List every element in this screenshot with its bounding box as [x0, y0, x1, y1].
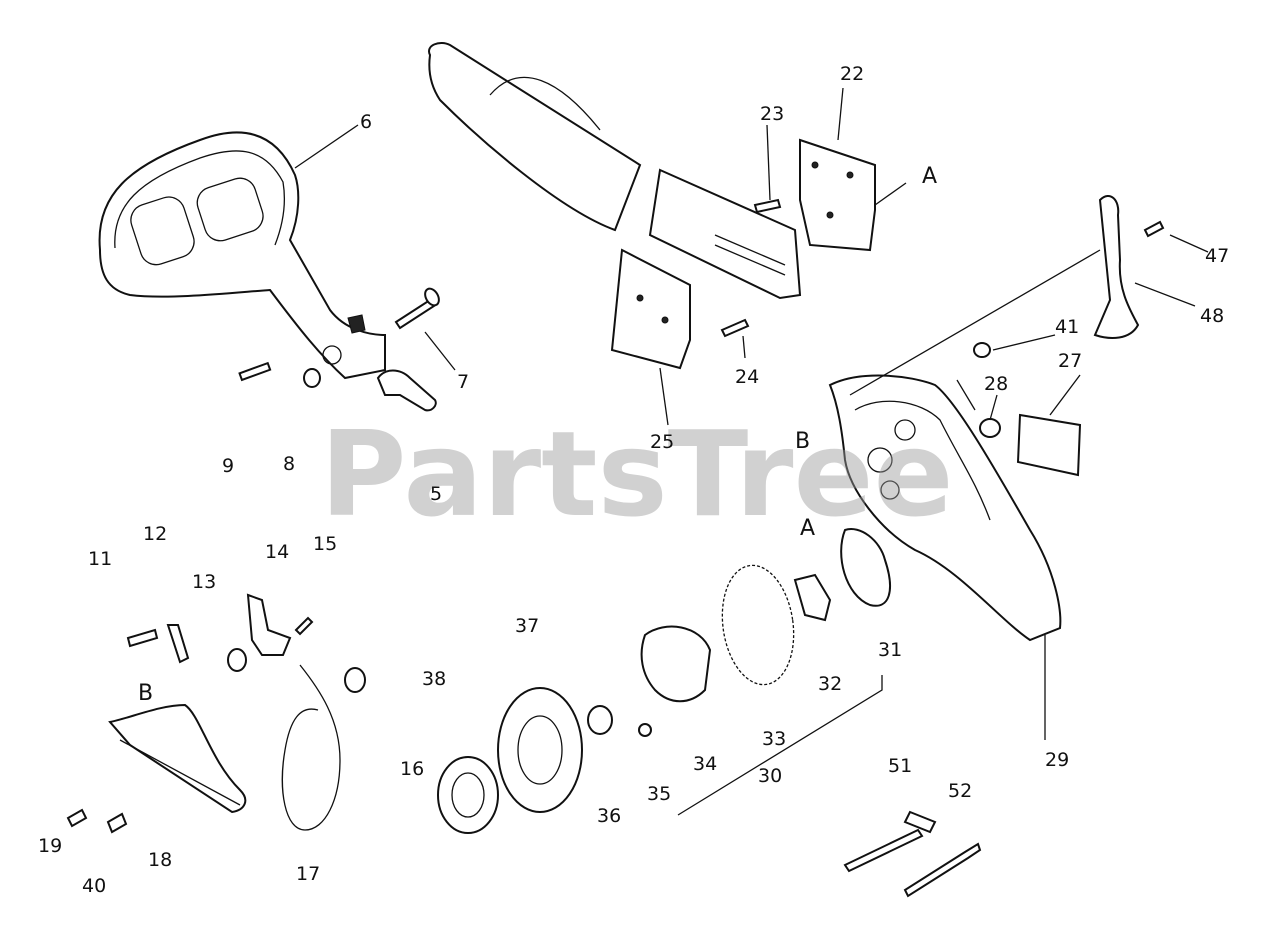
part-32-block	[793, 573, 832, 622]
callout-17: 17	[296, 863, 320, 885]
part-48-bracket	[1093, 195, 1140, 339]
callout-27: 27	[1058, 350, 1082, 372]
callout-48: 48	[1200, 305, 1224, 327]
callout-13: 13	[192, 571, 216, 593]
callout-36: 36	[597, 805, 621, 827]
callout-37: 37	[515, 615, 539, 637]
callout-12: 12	[143, 523, 167, 545]
part-15-spring	[294, 616, 314, 636]
part-23-screw	[753, 198, 782, 214]
part-41-nut	[973, 342, 991, 358]
bar-plate	[648, 168, 802, 300]
callout-40: 40	[82, 875, 106, 897]
part-13	[227, 648, 247, 672]
part-27-label	[1016, 413, 1082, 477]
callout-a: A	[800, 516, 815, 541]
guide-bar	[428, 42, 642, 232]
callout-33: 33	[762, 728, 786, 750]
part-11	[126, 628, 159, 648]
callout-a: A	[922, 164, 937, 189]
callout-16: 16	[400, 758, 424, 780]
leader-lines	[294, 87, 1209, 816]
callout-47: 47	[1205, 245, 1229, 267]
callout-labels: 6 7 9 8 5 22 23A 24 25 47 48 41 28 27B A 11 12 13 14 15 37 38…	[38, 63, 1229, 897]
part-16-bushing	[344, 667, 366, 693]
callout-41: 41	[1055, 316, 1079, 338]
callout-b: B	[138, 681, 153, 706]
callout-32: 32	[818, 673, 842, 695]
callout-52: 52	[948, 780, 972, 802]
part-22-plate	[799, 138, 876, 252]
callout-25: 25	[650, 431, 674, 453]
callout-9: 9	[222, 455, 234, 477]
part-9-pin	[238, 361, 272, 382]
part-28-nut	[979, 418, 1001, 438]
part-18-cover	[108, 703, 247, 814]
part-51-wrench	[843, 828, 924, 873]
part-19-screw	[66, 808, 88, 828]
part-14-lever	[246, 593, 292, 656]
part-38-sprocket	[437, 756, 499, 834]
part-31-plate	[840, 528, 891, 607]
part-24-screw	[720, 318, 750, 338]
callout-23: 23	[760, 103, 784, 125]
part-25-plate	[610, 248, 691, 370]
part-51-handle	[903, 810, 937, 834]
callout-14: 14	[265, 541, 289, 563]
callout-28: 28	[984, 373, 1008, 395]
callout-15: 15	[313, 533, 337, 555]
part-8-washer	[303, 368, 321, 388]
partstree-watermark: PartsTree	[320, 405, 954, 543]
part-36-bearing	[587, 705, 613, 735]
callout-24: 24	[735, 366, 759, 388]
part-12	[166, 624, 190, 664]
callout-8: 8	[283, 453, 295, 475]
part-34-clutch	[640, 625, 712, 703]
callout-19: 19	[38, 835, 62, 857]
part-17-band	[281, 664, 341, 831]
part-7-bolt	[394, 287, 440, 330]
callout-29: 29	[1045, 749, 1069, 771]
part-5-clip	[376, 369, 437, 412]
callout-30: 30	[758, 765, 782, 787]
part-35-screw	[638, 723, 652, 737]
part-29-crankcase	[828, 374, 1062, 642]
callout-11: 11	[88, 548, 112, 570]
callout-35: 35	[647, 783, 671, 805]
callout-31: 31	[878, 639, 902, 661]
part-40-screw	[106, 812, 128, 834]
part-37-drum	[497, 687, 583, 813]
part-6-handle	[98, 131, 386, 380]
part-52-screwdriver	[903, 842, 982, 898]
callout-5: 5	[430, 483, 442, 505]
callout-34: 34	[693, 753, 717, 775]
callout-18: 18	[148, 849, 172, 871]
callout-22: 22	[840, 63, 864, 85]
callout-38: 38	[422, 668, 446, 690]
callout-7: 7	[457, 371, 469, 393]
callout-51: 51	[888, 755, 912, 777]
part-47-screw	[1143, 220, 1165, 238]
callout-b: B	[795, 429, 810, 454]
callout-6: 6	[360, 111, 372, 133]
part-33-ring	[721, 564, 795, 686]
